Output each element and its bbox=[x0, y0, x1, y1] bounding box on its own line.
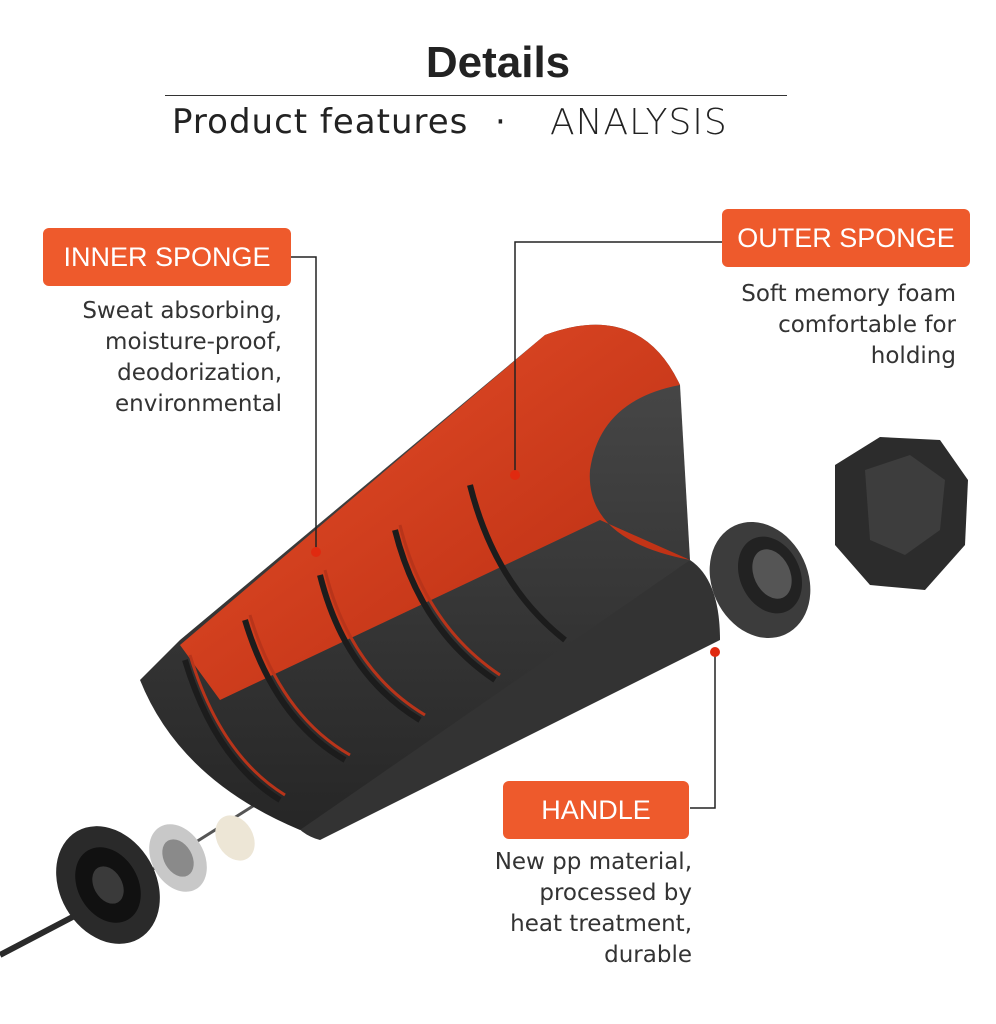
subtitle-separator: · bbox=[495, 102, 506, 142]
handle-description: New pp material, processed by heat treat… bbox=[494, 849, 692, 968]
subtitle-right: ANALYSIS bbox=[550, 102, 728, 143]
bearing-cap-icon bbox=[56, 826, 160, 944]
outer-sponge-description: Soft memory foam comfortable for holding bbox=[741, 281, 956, 369]
subtitle: Product features · ANALYSIS bbox=[0, 102, 996, 146]
inner-sponge-badge: INNER SPONGE bbox=[43, 228, 291, 286]
outer-sponge-badge: OUTER SPONGE bbox=[722, 209, 970, 267]
inner-sponge-description: Sweat absorbing, moisture-proof, deodori… bbox=[82, 298, 282, 417]
end-cap-icon bbox=[835, 437, 968, 590]
subtitle-left: Product features bbox=[172, 102, 469, 142]
title-divider bbox=[165, 95, 787, 96]
handle-badge: HANDLE bbox=[503, 781, 689, 839]
page-title: Details bbox=[425, 38, 571, 87]
